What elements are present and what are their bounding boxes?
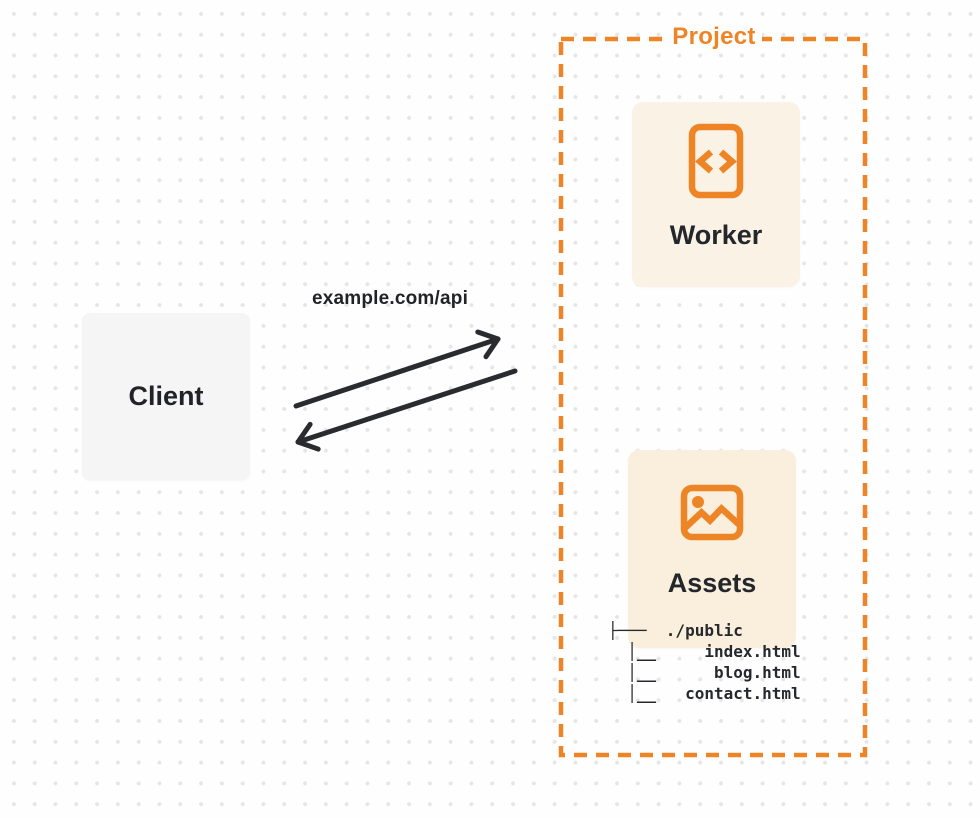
request-arrow	[293, 329, 501, 409]
worker-card: Worker	[632, 102, 800, 287]
file-tree-line-index: │__ index.html	[608, 642, 801, 661]
file-tree-line-blog: │__ blog.html	[608, 663, 801, 682]
project-boundary-label: Project	[614, 23, 814, 51]
assets-label: Assets	[667, 568, 757, 598]
assets-file-tree: ├─── ./public │__ index.html │__ blog.ht…	[608, 620, 801, 704]
project-boundary-label-text: Project	[666, 23, 762, 50]
file-tree-line-contact: │__ contact.html	[608, 684, 801, 703]
file-tree-line-public: ├─── ./public	[608, 621, 743, 640]
image-icon	[680, 484, 744, 546]
assets-card: Assets	[628, 450, 796, 648]
worker-label: Worker	[669, 220, 763, 250]
response-arrow	[295, 368, 518, 452]
code-document-icon	[687, 123, 745, 204]
client-card: Client	[82, 313, 250, 480]
request-url-label: example.com/api	[311, 288, 469, 309]
client-label: Client	[128, 381, 204, 411]
